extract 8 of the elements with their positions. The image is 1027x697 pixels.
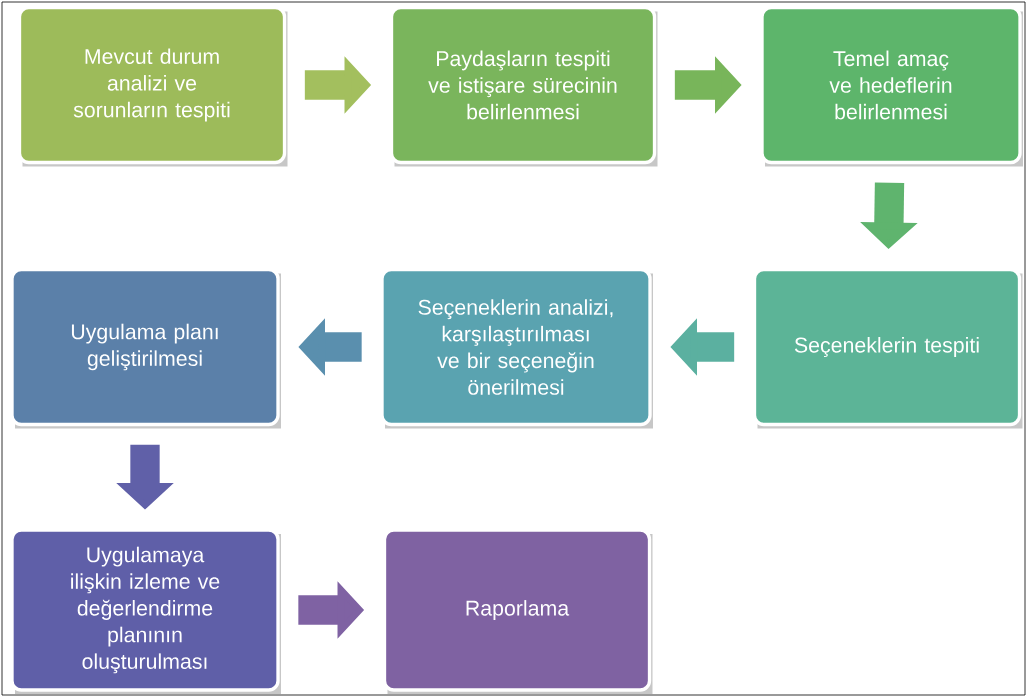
- process-box: Seçeneklerin analizi, karşılaştırılması ve bir seçeneğin önerilmesi: [380, 267, 653, 429]
- process-box: Raporlama: [382, 528, 653, 694]
- process-box: Uygulamaya ilişkin izleme ve değerlendirme planının oluşturulması: [10, 528, 281, 694]
- process-box: Temel amaç ve hedeflerin belirlenmesi: [760, 5, 1023, 167]
- process-box: Paydaşların tespiti ve istişare sürecinin belirlenmesi: [389, 5, 658, 167]
- process-box: Mevcut durum analizi ve sorunların tespiti: [17, 5, 288, 167]
- process-box: Uygulama planı geliştirilmesi: [10, 267, 281, 429]
- process-box: Seçeneklerin tespiti: [752, 267, 1023, 429]
